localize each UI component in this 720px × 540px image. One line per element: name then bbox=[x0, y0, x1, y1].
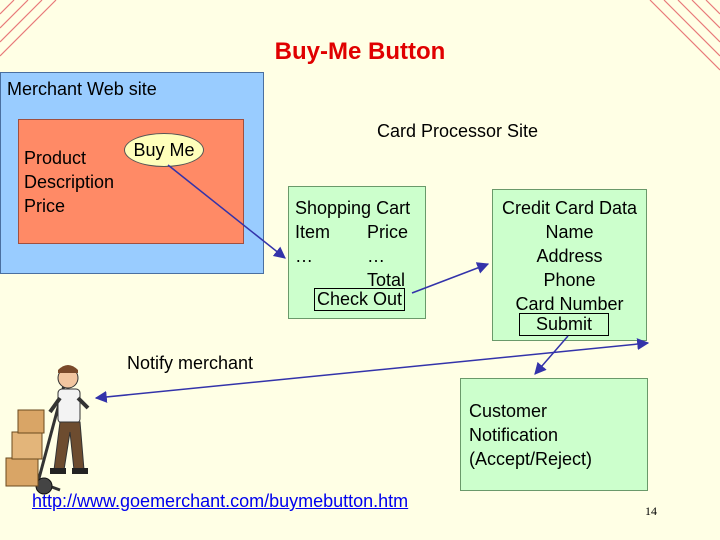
total-label: Total bbox=[367, 270, 406, 290]
customer-line: Customer bbox=[469, 401, 548, 421]
item-ellipsis: … bbox=[295, 246, 313, 266]
submit-button[interactable]: Submit bbox=[519, 313, 610, 336]
address-field-label: Address bbox=[536, 246, 603, 266]
submit-to-notification-arrow bbox=[534, 335, 569, 375]
buy-me-button[interactable]: Buy Me bbox=[124, 133, 204, 167]
cart-ellipsis-row: … … bbox=[295, 244, 410, 268]
merchant-website-label: Merchant Web site bbox=[7, 79, 157, 99]
product-info: Product Description Price bbox=[24, 146, 114, 218]
slide-title: Buy-Me Button bbox=[274, 38, 446, 65]
phone-field-label: Phone bbox=[543, 270, 596, 290]
credit-card-content: Credit Card Data Name Address Phone Card… bbox=[492, 196, 647, 316]
shopping-cart-content: Shopping Cart Item Price … … Total bbox=[295, 196, 410, 292]
shopping-cart-title: Shopping Cart bbox=[295, 198, 411, 218]
notification-line: Notification bbox=[469, 425, 559, 445]
cart-header-row: Item Price bbox=[295, 220, 410, 244]
product-line: Product bbox=[24, 148, 87, 168]
page-number: 14 bbox=[645, 504, 657, 518]
card-number-field-label: Card Number bbox=[515, 294, 624, 314]
notify-merchant-arrow bbox=[94, 338, 650, 403]
accept-reject-line: (Accept/Reject) bbox=[469, 449, 593, 469]
card-processor-label: Card Processor Site bbox=[377, 121, 539, 141]
price-column-header: Price bbox=[367, 222, 409, 242]
checkout-to-credit-card-arrow bbox=[411, 262, 490, 294]
name-field-label: Name bbox=[545, 222, 594, 242]
item-column-header: Item bbox=[295, 222, 331, 242]
price-line: Price bbox=[24, 196, 66, 216]
check-out-button[interactable]: Check Out bbox=[314, 288, 406, 311]
cart-total-row: Total bbox=[295, 268, 410, 292]
buy-me-to-cart-arrow bbox=[167, 164, 286, 259]
credit-card-title: Credit Card Data bbox=[501, 198, 638, 218]
price-ellipsis: … bbox=[367, 246, 385, 266]
customer-notification-content: Customer Notification (Accept/Reject) bbox=[469, 399, 592, 471]
description-line: Description bbox=[24, 172, 115, 192]
reference-link[interactable]: http://www.goemerchant.com/buymebutton.h… bbox=[32, 491, 409, 511]
